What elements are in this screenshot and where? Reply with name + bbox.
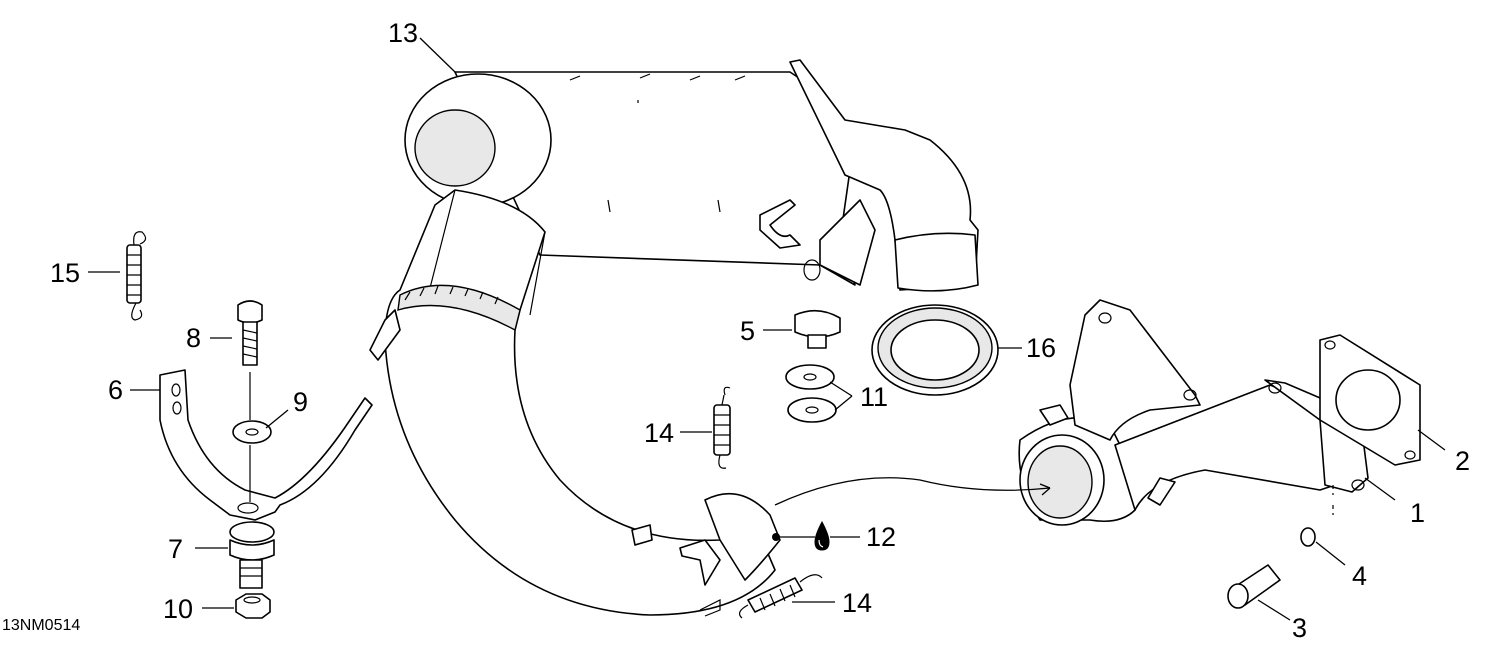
callout-8: 8 bbox=[186, 323, 201, 353]
muffler bbox=[404, 59, 979, 292]
spring-lower bbox=[738, 574, 823, 619]
callout-6: 6 bbox=[108, 375, 123, 405]
hex-nut bbox=[235, 593, 271, 619]
rubber-mount bbox=[229, 521, 275, 589]
spring-upper bbox=[713, 386, 731, 469]
callout-4: 4 bbox=[1352, 561, 1367, 591]
application-point bbox=[772, 533, 780, 541]
rubber-stopper bbox=[794, 309, 841, 349]
leader-lines bbox=[88, 37, 1446, 621]
callout-14-upper: 14 bbox=[644, 418, 674, 448]
gasket bbox=[1319, 334, 1421, 466]
exhaust-pipe bbox=[369, 189, 781, 617]
callout-11: 11 bbox=[860, 382, 888, 412]
seal-ring bbox=[871, 304, 999, 396]
callout-3: 3 bbox=[1292, 613, 1307, 643]
callout-10: 10 bbox=[163, 594, 193, 624]
bracket-washer bbox=[232, 420, 272, 444]
mounting-bracket bbox=[159, 369, 373, 521]
callout-7: 7 bbox=[168, 534, 183, 564]
callout-12: 12 bbox=[866, 522, 896, 552]
callout-14-lower: 14 bbox=[842, 588, 872, 618]
callout-13: 13 bbox=[388, 18, 418, 48]
drawing-code: 13NM0514 bbox=[2, 617, 80, 634]
callout-2: 2 bbox=[1455, 446, 1470, 476]
hex-bolt bbox=[237, 300, 263, 366]
spring-side bbox=[126, 231, 147, 321]
exhaust-manifold bbox=[1018, 299, 1369, 526]
cap-screw bbox=[1227, 564, 1281, 609]
callout-5: 5 bbox=[740, 316, 755, 346]
flat-washers bbox=[785, 364, 837, 423]
assembly-line bbox=[774, 477, 1051, 506]
callout-15: 15 bbox=[50, 258, 80, 288]
callout-16: 16 bbox=[1026, 333, 1056, 363]
lock-washer bbox=[1300, 527, 1316, 547]
callout-1: 1 bbox=[1410, 498, 1425, 528]
oil-drop-icon bbox=[814, 520, 830, 551]
callout-9: 9 bbox=[293, 387, 308, 417]
